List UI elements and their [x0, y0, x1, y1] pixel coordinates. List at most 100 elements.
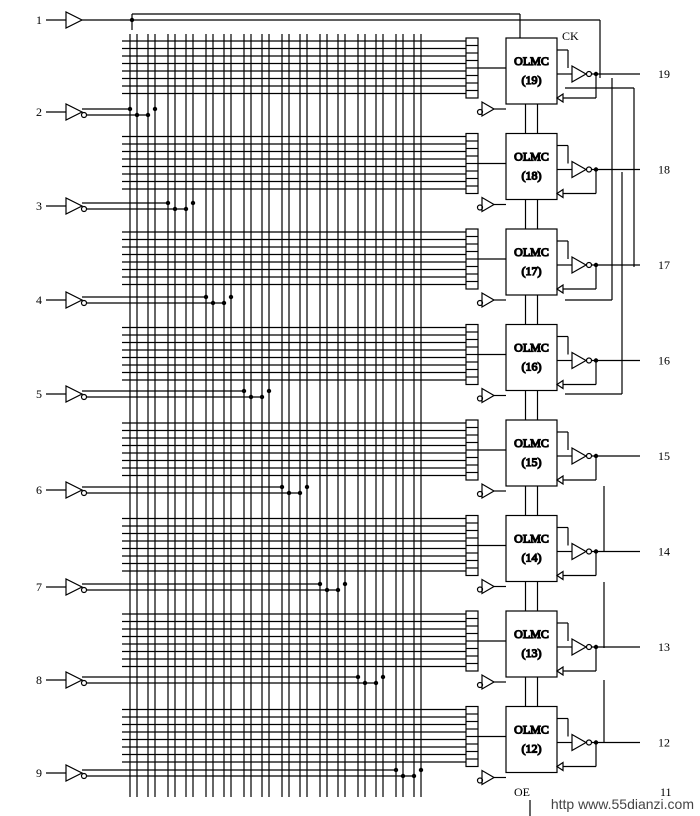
input-buffer-triangle	[65, 481, 84, 499]
junction-dot	[259, 394, 265, 400]
output-pin-label-16: 16	[658, 354, 670, 368]
junction-dot	[129, 17, 135, 23]
output-pin-label-18: 18	[658, 163, 670, 177]
junction-dot	[355, 674, 361, 680]
junction-dot	[210, 300, 216, 306]
junction-dot	[411, 773, 417, 779]
input-buffer-triangle	[65, 197, 84, 215]
input-pin-label-8: 8	[36, 673, 42, 687]
olmc-box-13	[505, 610, 558, 678]
output-pin-label-15: 15	[658, 449, 670, 463]
input-buffer-triangle	[65, 385, 84, 403]
olmc-number-18: (18)	[522, 169, 542, 183]
feedback-arrow	[555, 283, 564, 295]
inverter-bubble	[80, 299, 88, 307]
feedback-buffer	[481, 482, 496, 500]
output-pin-label-13: 13	[658, 640, 670, 654]
input-buffers	[46, 11, 601, 782]
feedback-bubble	[476, 586, 484, 593]
output-buffer-triangle	[571, 446, 588, 466]
feedback-arrow	[555, 665, 564, 677]
feedback-buffer	[481, 578, 496, 595]
junction-dot	[297, 490, 303, 496]
olmc-title-19: OLMC	[514, 54, 549, 68]
olmc-number-19: (19)	[522, 73, 542, 87]
junction-dot	[342, 581, 348, 587]
junction-dot	[152, 106, 158, 112]
junction-dot	[335, 587, 341, 593]
feedback-bubble	[476, 108, 484, 116]
input-buffer-triangle	[65, 11, 84, 29]
feedback-bubble	[476, 299, 484, 307]
feedback-buffer	[481, 673, 496, 691]
junction-dot	[228, 294, 234, 300]
junction-dot	[127, 106, 133, 112]
junction-dot	[221, 300, 227, 306]
input-buffer-triangle	[65, 578, 84, 596]
junction-dot	[190, 200, 196, 206]
output-bubble	[585, 166, 593, 173]
output-bubble	[585, 739, 593, 746]
olmc-number-12: (12)	[522, 742, 542, 756]
output-bubble	[585, 261, 593, 269]
watermark-text: www.55dianzi.com	[578, 796, 694, 812]
olmc-box-14	[505, 514, 558, 583]
olmc-number-16: (16)	[522, 360, 542, 374]
junction-dot	[183, 206, 189, 212]
olmc-box-12	[505, 705, 558, 774]
junction-dot	[266, 388, 272, 394]
olmc-box-18	[505, 132, 558, 201]
olmc-title-14: OLMC	[514, 532, 549, 546]
inverter-bubble	[80, 772, 88, 780]
olmc-number-15: (15)	[522, 455, 542, 469]
olmc-number-13: (13)	[522, 646, 542, 660]
output-bubble	[585, 548, 593, 555]
input-pin-label-9: 9	[36, 766, 42, 780]
output-bubble	[585, 357, 593, 364]
olmc-number-14: (14)	[522, 551, 542, 565]
feedback-arrow	[555, 379, 564, 390]
olmc-box-17	[505, 228, 558, 296]
input-pin-label-2: 2	[36, 105, 42, 119]
watermark-prefix: http	[550, 796, 575, 812]
feedback-bubble	[476, 204, 484, 211]
junction-dot	[279, 484, 285, 490]
input-pin-label-7: 7	[36, 580, 42, 594]
inverter-bubble	[80, 393, 88, 401]
junction-dot	[400, 773, 406, 779]
feedback-bubble	[476, 395, 484, 402]
input-buffer-triangle	[65, 671, 84, 689]
junction-dot	[286, 490, 292, 496]
input-pin-label-1: 1	[36, 13, 42, 27]
olmc-title-15: OLMC	[514, 436, 549, 450]
output-bubble	[585, 70, 593, 78]
junction-dot	[324, 587, 330, 593]
feedback-bubble	[476, 490, 484, 498]
junction-dot	[134, 112, 140, 118]
output-buffer-triangle	[571, 733, 588, 752]
inverter-bubble	[80, 489, 88, 497]
inverter-bubble	[80, 205, 88, 213]
input-buffer-triangle	[65, 764, 84, 782]
feedback-arrow	[555, 188, 564, 199]
output-pin-label-14: 14	[658, 545, 670, 559]
output-pin-label-12: 12	[658, 736, 670, 750]
feedback-arrow	[555, 474, 564, 486]
olmc-title-13: OLMC	[514, 627, 549, 641]
olmc-cells: OLMC(19)OLMC(18)OLMC(17)OLMC(16)OLMC(15)…	[476, 37, 640, 816]
junction-dot	[241, 388, 247, 394]
output-buffer-triangle	[571, 160, 588, 179]
output-pin-label-19: 19	[658, 67, 670, 81]
junction-dot	[304, 484, 310, 490]
olmc-box-16	[505, 323, 558, 392]
junction-dot	[317, 581, 323, 587]
feedback-buffer	[481, 291, 496, 309]
junction-dot	[418, 767, 424, 773]
junction-dot	[248, 394, 254, 400]
olmc-title-16: OLMC	[514, 341, 549, 355]
feedback-buffer	[481, 196, 496, 213]
inverter-bubble	[80, 111, 88, 119]
inverter-bubble	[80, 679, 88, 687]
junction-dot	[172, 206, 178, 212]
